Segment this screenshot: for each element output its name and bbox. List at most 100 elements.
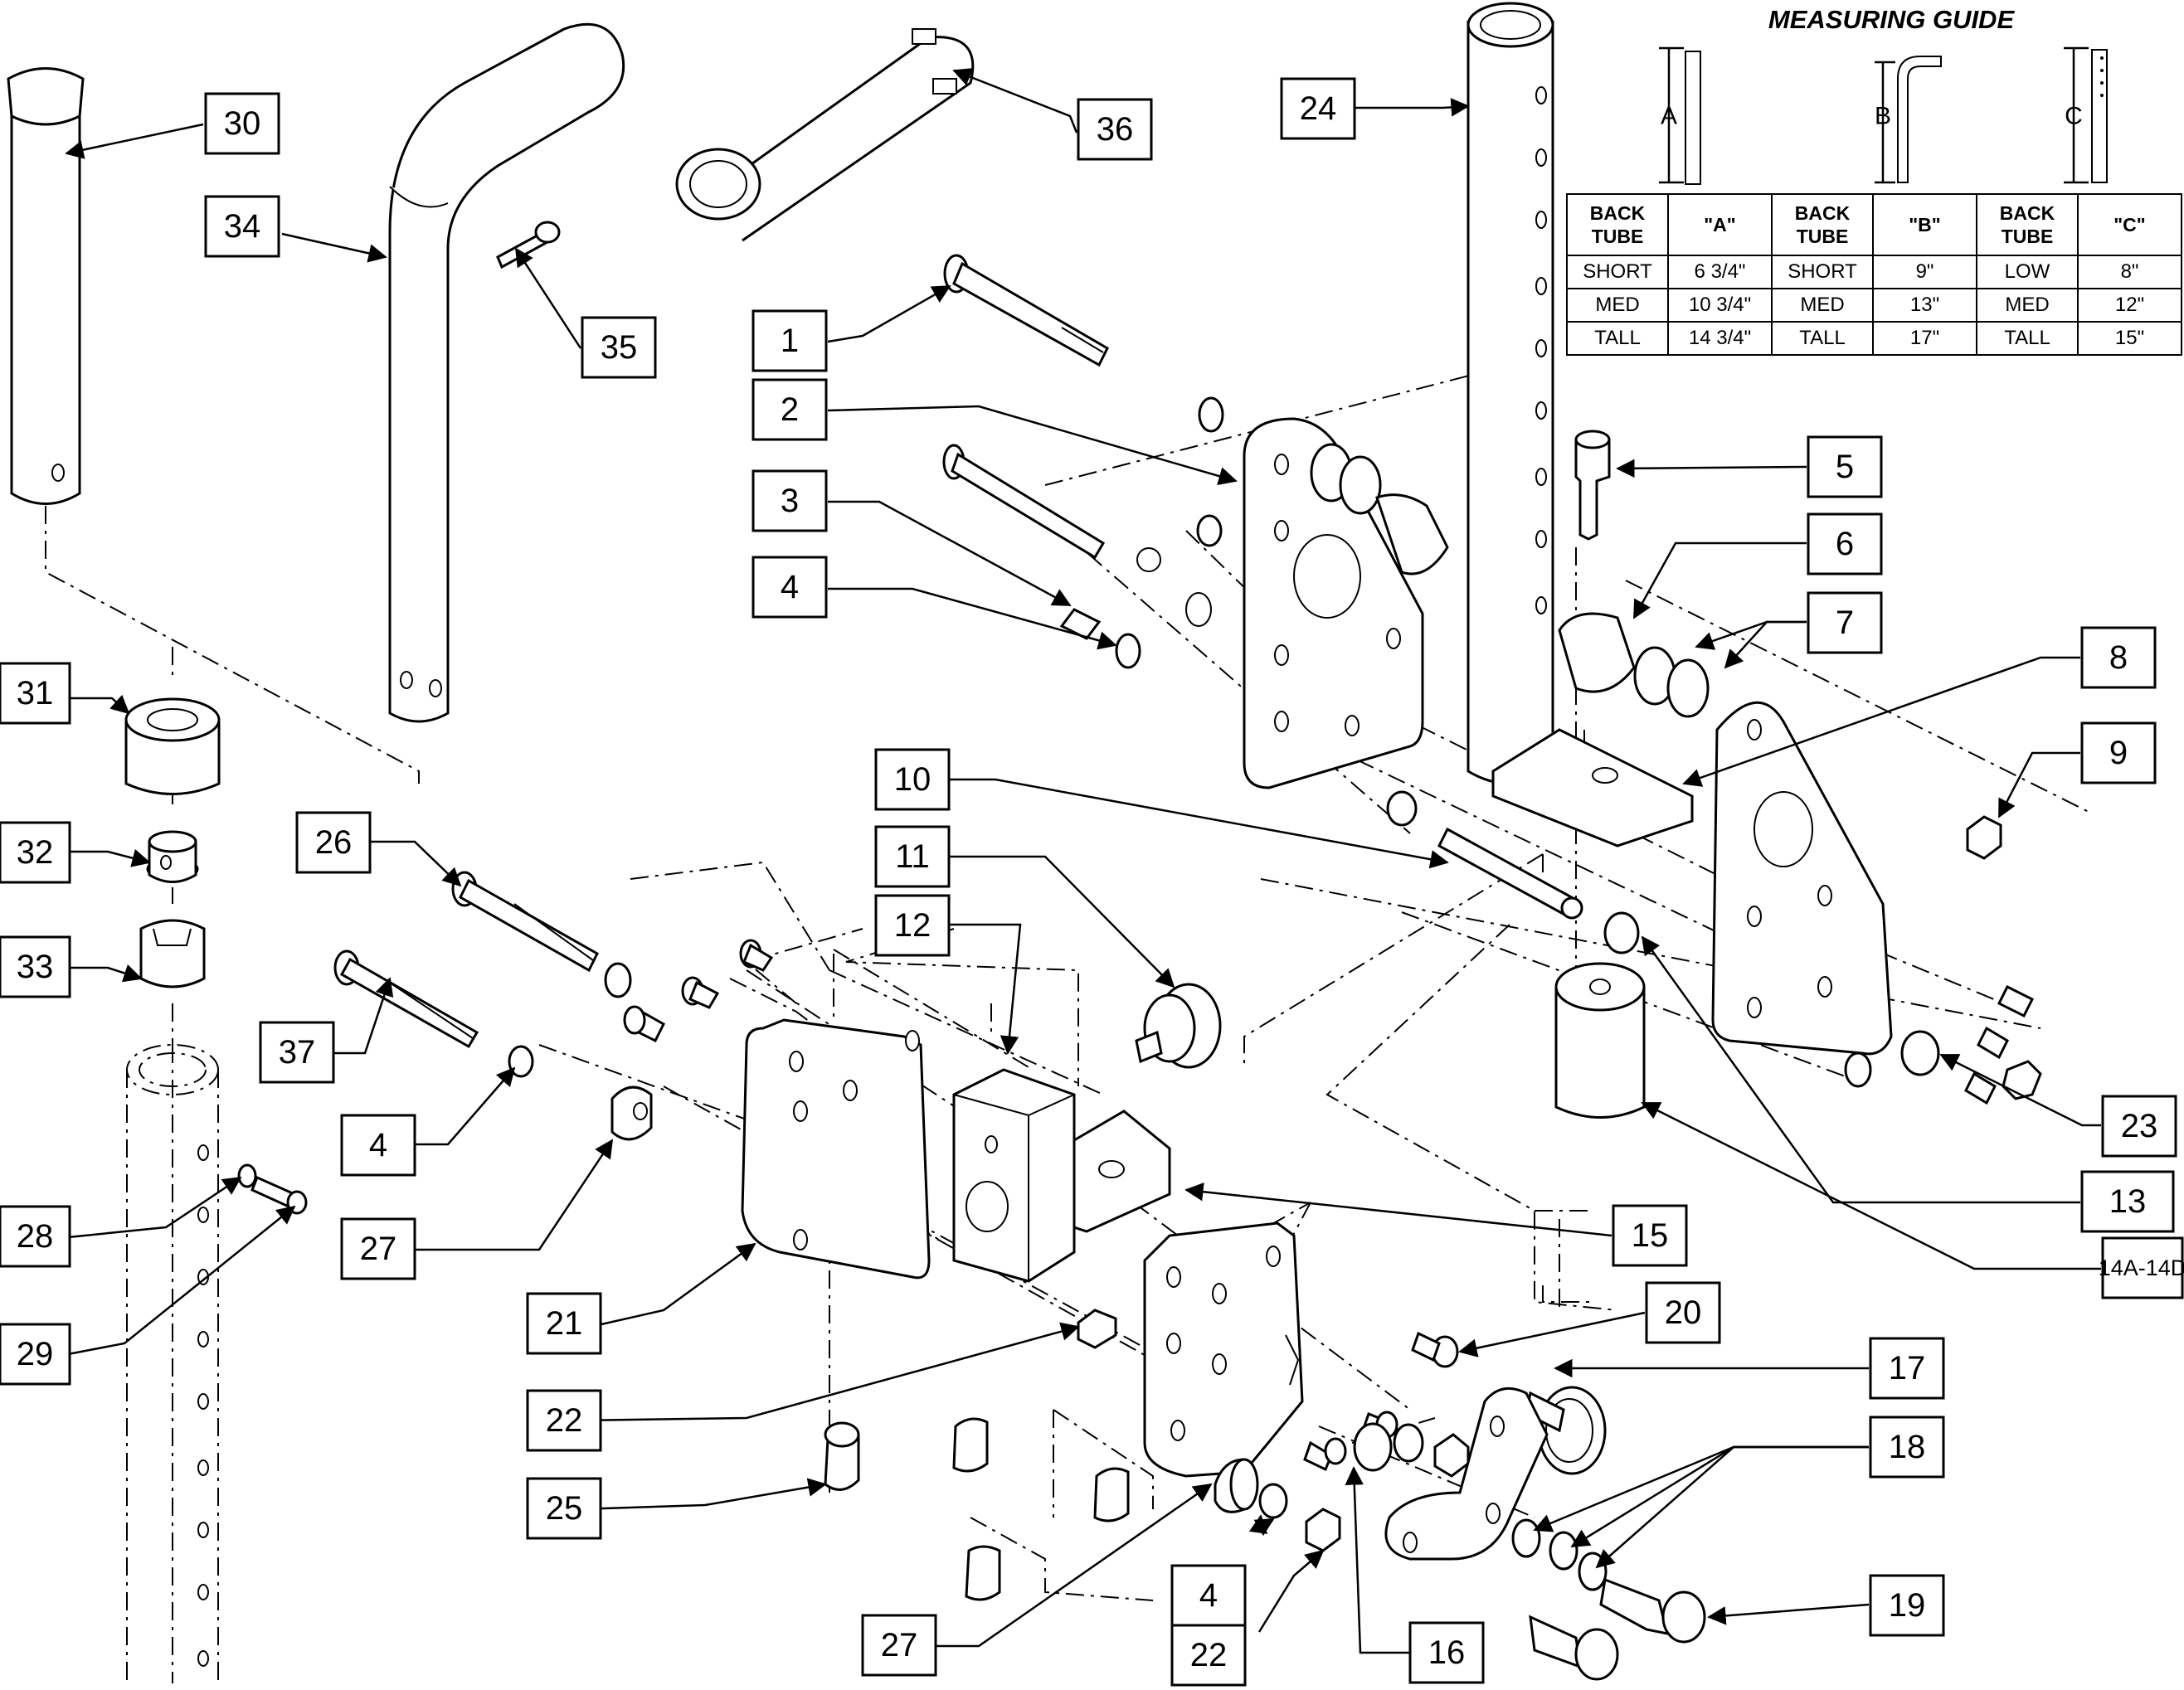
dimension-letter-c: C (2065, 103, 2083, 130)
table-row: SHORT 6 3/4" SHORT 9" LOW 8" (1566, 255, 2182, 289)
part-17-ring (1525, 1386, 1607, 1475)
svg-text:11: 11 (895, 838, 930, 875)
callout-1: 1 (752, 309, 828, 372)
callout-5: 5 (1807, 435, 1883, 498)
svg-text:24: 24 (1300, 90, 1337, 127)
dimension-a: A (1659, 46, 1701, 185)
washer-stack-upper (1198, 396, 1449, 575)
callout-8: 8 (2080, 626, 2157, 689)
dimension-b: B (1875, 56, 1942, 184)
svg-text:13: 13 (2109, 1183, 2147, 1220)
fastener-group-middle (1303, 1411, 1470, 1478)
svg-text:15: 15 (1632, 1217, 1669, 1254)
part-24-back-tube (1467, 2, 1554, 785)
part-8-bracket (1491, 728, 1694, 847)
part-32-plug (146, 830, 199, 883)
callout-36: 36 (1077, 98, 1153, 161)
table-cell: 8" (2077, 255, 2182, 289)
svg-text:3: 3 (781, 483, 799, 519)
washer-group-left (508, 939, 774, 1078)
callout-28: 28 (0, 1205, 71, 1268)
part-15-clamp (1073, 1110, 1171, 1233)
callout-11: 11 (874, 825, 951, 888)
svg-text:8: 8 (2109, 639, 2128, 676)
part-14-cylinder (1554, 962, 1646, 1119)
callout-3: 3 (752, 469, 828, 532)
table-cell: TALL (1566, 321, 1669, 356)
callout-2: 2 (752, 378, 828, 441)
part-3-bolt (942, 444, 1212, 640)
callout-21: 21 (526, 1292, 602, 1355)
svg-text:31: 31 (17, 675, 54, 711)
svg-text:17: 17 (1889, 1350, 1926, 1386)
svg-text:27: 27 (360, 1231, 397, 1267)
callout-17: 17 (1869, 1337, 1945, 1400)
part-18-washers (1511, 1518, 1608, 1591)
callout-4-lower: 4 (1170, 1564, 1247, 1627)
svg-text:37: 37 (279, 1034, 316, 1071)
part-6-block (1558, 612, 1636, 693)
svg-text:22: 22 (546, 1402, 583, 1439)
lower-washers (1258, 1483, 1341, 1552)
right-side-plate (1711, 701, 1893, 1056)
part-36-grip-tube (675, 28, 975, 242)
svg-text:6: 6 (1836, 526, 1854, 562)
svg-text:34: 34 (224, 208, 261, 245)
middle-plate (1143, 1221, 1304, 1478)
callout-9: 9 (2080, 721, 2157, 784)
svg-text:4: 4 (369, 1127, 387, 1163)
lever-arm (1384, 1386, 1549, 1561)
callout-23: 23 (2101, 1095, 2177, 1158)
callout-22-lower: 22 (1170, 1624, 1247, 1687)
dimension-letter-b: B (1875, 103, 1891, 130)
part-27-bushing (610, 1085, 653, 1141)
callout-4-left: 4 (340, 1114, 416, 1177)
svg-text:4: 4 (1199, 1577, 1218, 1614)
dimension-c: C (2064, 46, 2108, 184)
table-cell: 17" (1872, 321, 1977, 356)
svg-text:19: 19 (1889, 1587, 1926, 1624)
table-cell: 12" (2077, 288, 2182, 323)
callout-30: 30 (204, 92, 280, 155)
callout-34: 34 (204, 195, 280, 258)
header-b: "B" (1872, 193, 1977, 256)
callout-20: 20 (1645, 1281, 1721, 1344)
part-20-screw (1411, 1331, 1459, 1368)
table-cell: MED (1771, 288, 1874, 323)
header-a: "A" (1667, 193, 1773, 256)
svg-text:22: 22 (1190, 1637, 1228, 1673)
part-35-screw (496, 221, 561, 270)
table-cell: 13" (1872, 288, 1977, 323)
part-22-nut (1077, 1309, 1117, 1349)
measuring-guide: MEASURING GUIDE A B C (1659, 5, 2108, 185)
svg-text:2: 2 (781, 391, 799, 428)
header-c: "C" (2077, 193, 2182, 256)
table-cell: 9" (1872, 255, 1977, 289)
part-26-bolt (451, 871, 599, 973)
svg-text:23: 23 (2121, 1108, 2158, 1144)
table-cell: TALL (1771, 321, 1874, 356)
dimension-letter-a: A (1661, 103, 1677, 130)
callout-35: 35 (581, 316, 657, 379)
part-1-long-bolt (943, 254, 1109, 367)
callout-24: 24 (1280, 77, 1356, 140)
part-31-collar (124, 697, 221, 795)
part-12-block (952, 1068, 1076, 1283)
svg-text:20: 20 (1665, 1294, 1702, 1331)
part-11-knob (1135, 983, 1222, 1069)
callout-26: 26 (295, 811, 372, 874)
svg-text:5: 5 (1836, 449, 1854, 485)
part-37-bolt (333, 949, 479, 1049)
table-cell: SHORT (1771, 255, 1874, 289)
part-21-plate (741, 1018, 931, 1280)
part-9-nut (1966, 815, 2002, 860)
table-cell: 10 3/4" (1667, 288, 1773, 323)
svg-text:33: 33 (17, 949, 54, 985)
svg-text:32: 32 (17, 834, 54, 871)
callout-27-upper: 27 (340, 1217, 416, 1280)
